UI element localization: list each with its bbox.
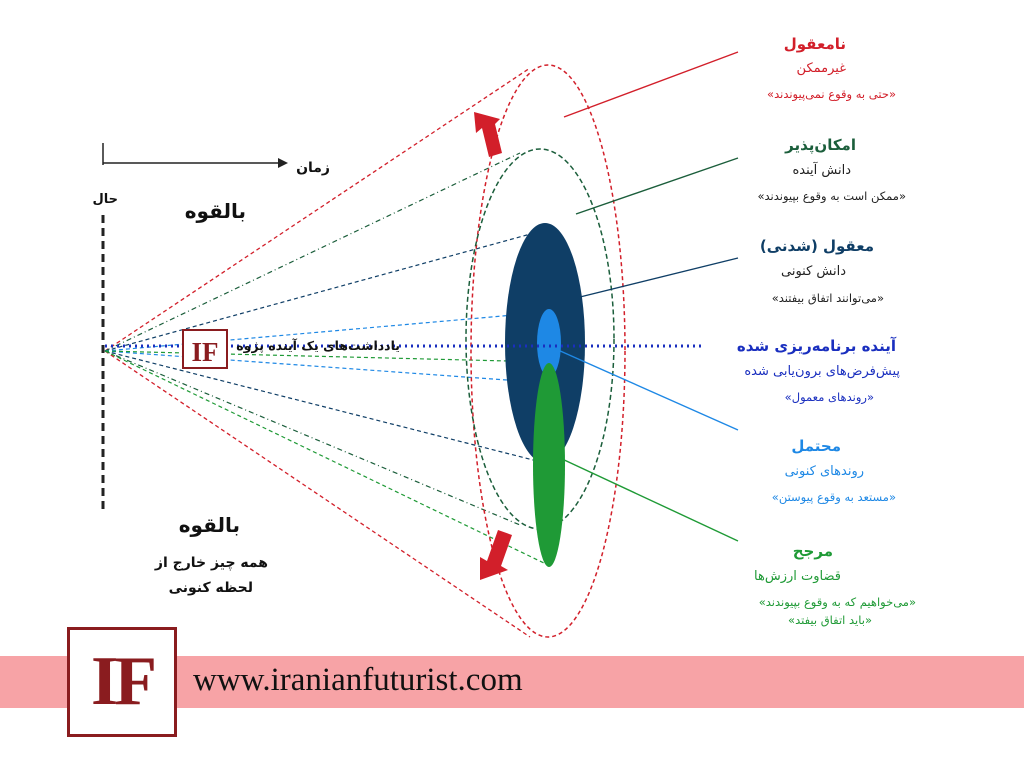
center-if-logo: IF <box>182 329 228 369</box>
footer-logo: IF <box>67 627 177 737</box>
potential-top-label: بالقوه <box>185 199 246 223</box>
leader-lines <box>557 51 739 542</box>
category-line2: «روندهای معمول» <box>785 390 874 405</box>
category-plausible: معقول (شدنی) دانش کنونی «می‌توانند اتفاق… <box>760 237 884 306</box>
potential-bottom-desc1: همه چیز خارج از <box>154 555 268 571</box>
category-line3: «باید اتفاق بیفتد» <box>788 613 872 627</box>
potential-bottom-label: بالقوه <box>179 513 240 537</box>
category-line2: «مستعد به وقوع پیوستن» <box>772 490 896 505</box>
category-line2: «می‌توانند اتفاق بیفتند» <box>772 291 884 306</box>
category-line2: «می‌خواهیم که به وقوع بپیوندند» <box>759 595 916 610</box>
category-preposterous: نامعقول غیرممکن «حتی به وقوع نمی‌پیوندند… <box>767 35 896 102</box>
category-line1: پیش‌فرض‌های برون‌یابی شده <box>744 364 900 379</box>
category-possible: امکان‌پذیر دانش آینده «ممکن است به وقوع … <box>757 136 906 204</box>
category-probable: محتمل روندهای کنونی «مستعد به وقوع پیوست… <box>772 437 896 505</box>
category-line2: «حتی به وقوع نمی‌پیوندند» <box>767 87 896 102</box>
now-label: حال <box>92 192 118 207</box>
potential-bottom-desc2: لحظه کنونی <box>169 580 253 596</box>
category-preferable: مرجح قضاوت ارزش‌ها «می‌خواهیم که به وقوع… <box>754 542 916 627</box>
category-line2: «ممکن است به وقوع بپیوندند» <box>757 189 906 204</box>
expand-up-arrow-icon <box>474 112 502 157</box>
category-title: امکان‌پذیر <box>784 136 856 155</box>
category-line1: دانش کنونی <box>781 264 846 279</box>
expand-down-arrow-icon <box>480 530 512 580</box>
footer-url-link[interactable]: www.iranianfuturist.com <box>193 662 523 698</box>
preposterous-ellipse <box>470 64 626 638</box>
category-projected: آینده برنامه‌ریزی شده پیش‌فرض‌های برون‌ی… <box>737 337 900 405</box>
category-line1: غیرممکن <box>797 61 847 76</box>
category-line1: روندهای کنونی <box>785 464 864 479</box>
category-title: معقول (شدنی) <box>760 237 874 255</box>
cone-lines <box>104 67 549 638</box>
time-label: زمان <box>296 160 330 176</box>
time-axis <box>102 143 288 168</box>
category-title: مرجح <box>793 542 833 560</box>
footer-logo-text: IF <box>91 643 157 720</box>
preferable-ellipse <box>533 363 565 567</box>
category-line1: دانش آینده <box>792 161 851 178</box>
center-caption: یادداشت‌های یک آینده پژوه <box>236 338 400 353</box>
category-title: آینده برنامه‌ریزی شده <box>737 337 897 355</box>
center-logo-text: IF <box>192 337 219 367</box>
category-title: محتمل <box>791 437 841 455</box>
category-title: نامعقول <box>784 35 846 53</box>
category-line1: قضاوت ارزش‌ها <box>754 569 841 584</box>
probable-ellipse <box>537 309 561 377</box>
